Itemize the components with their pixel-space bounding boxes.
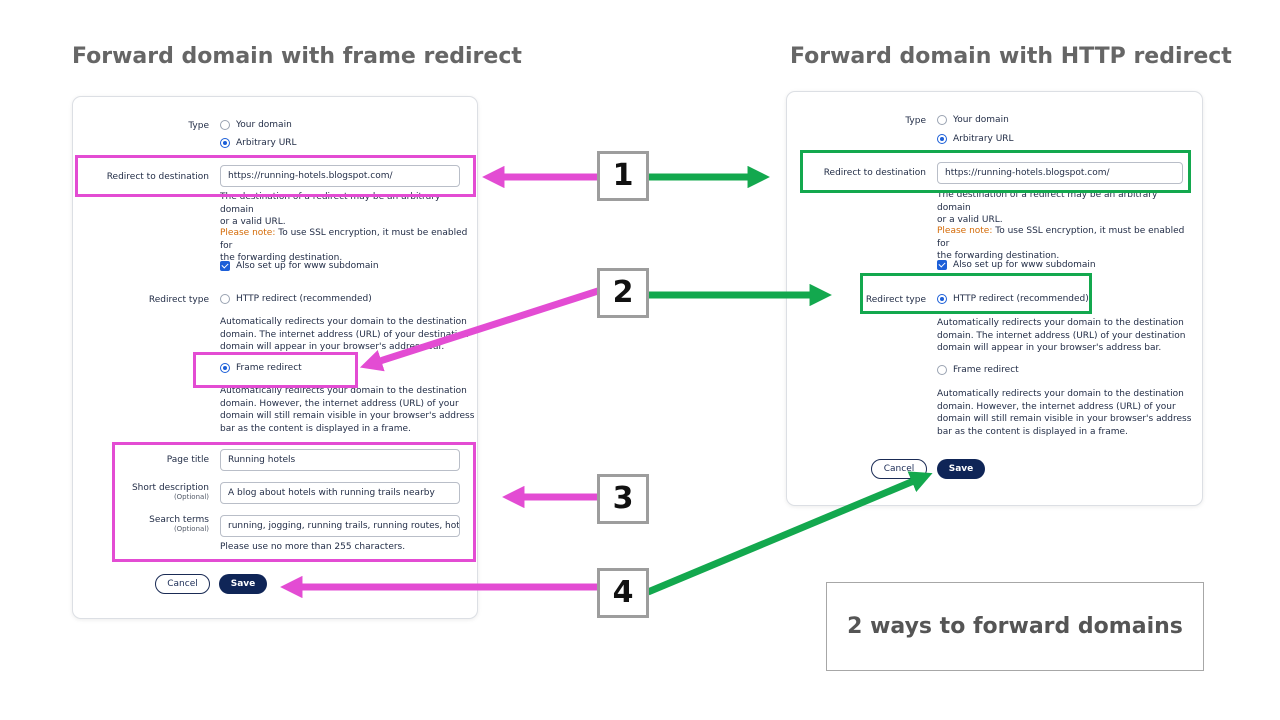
callout-1: 1	[597, 151, 649, 201]
redirect-type-label: Redirect type	[865, 295, 926, 305]
highlight-destination-left	[75, 155, 476, 197]
destination-label: Redirect to destination	[106, 172, 209, 182]
www-subdomain-checkbox[interactable]: Also set up for www subdomain	[220, 261, 379, 271]
type-option-arbitrary-url[interactable]: Arbitrary URL	[220, 138, 297, 148]
checkbox-checked-icon[interactable]	[220, 261, 230, 271]
cancel-button[interactable]: Cancel	[155, 574, 210, 594]
type-label: Type	[188, 121, 209, 131]
frame-redirect-option[interactable]: Frame redirect	[937, 365, 1019, 375]
frame-redirect-help: Automatically redirects your domain to t…	[937, 389, 1192, 437]
callout-4: 4	[597, 568, 649, 618]
type-option-your-domain[interactable]: Your domain	[220, 120, 292, 130]
http-redirect-form-panel: Type Your domain Arbitrary URL Redirect …	[786, 91, 1203, 506]
search-terms-help: Please use no more than 255 characters.	[220, 542, 406, 552]
short-description-label: Short description (Optional)	[131, 483, 209, 501]
type-option-your-domain[interactable]: Your domain	[937, 115, 1009, 125]
page-title-input[interactable]: Running hotels	[220, 449, 460, 471]
radio-selected-icon[interactable]	[937, 134, 947, 144]
radio-selected-icon[interactable]	[220, 363, 230, 373]
radio-unselected-icon[interactable]	[220, 120, 230, 130]
highlight-destination-right	[800, 150, 1191, 193]
destination-label: Redirect to destination	[823, 168, 926, 178]
destination-input[interactable]: https://running-hotels.blogspot.com/	[937, 162, 1183, 184]
radio-unselected-icon[interactable]	[220, 294, 230, 304]
checkbox-checked-icon[interactable]	[937, 260, 947, 270]
callout-2: 2	[597, 268, 649, 318]
search-terms-label: Search terms (Optional)	[149, 515, 209, 533]
frame-redirect-help: Automatically redirects your domain to t…	[220, 386, 475, 434]
type-label: Type	[905, 116, 926, 126]
save-button[interactable]: Save	[219, 574, 267, 594]
radio-unselected-icon[interactable]	[937, 365, 947, 375]
frame-redirect-option[interactable]: Frame redirect	[220, 363, 302, 373]
highlight-frame-fields	[112, 442, 476, 562]
page-title-label: Page title	[166, 455, 209, 465]
right-heading: Forward domain with HTTP redirect	[790, 44, 1232, 69]
http-redirect-option[interactable]: HTTP redirect (recommended)	[937, 294, 1089, 304]
highlight-http-redirect	[860, 273, 1092, 314]
arrow-4-green	[646, 471, 933, 596]
save-button[interactable]: Save	[937, 459, 985, 479]
http-redirect-help: Automatically redirects your domain to t…	[937, 318, 1186, 353]
destination-input[interactable]: https://running-hotels.blogspot.com/	[220, 165, 460, 187]
callout-3: 3	[597, 474, 649, 524]
redirect-type-label: Redirect type	[148, 295, 209, 305]
ssl-note: Please note: To use SSL encryption, it m…	[937, 226, 1185, 261]
http-redirect-help: Automatically redirects your domain to t…	[220, 317, 469, 352]
caption-box: 2 ways to forward domains	[826, 582, 1204, 671]
highlight-frame-redirect	[193, 352, 358, 388]
www-subdomain-checkbox[interactable]: Also set up for www subdomain	[937, 260, 1096, 270]
destination-help: The destination of a redirect may be an …	[937, 190, 1158, 225]
ssl-note: Please note: To use SSL encryption, it m…	[220, 228, 468, 263]
radio-unselected-icon[interactable]	[937, 115, 947, 125]
destination-help: The destination of a redirect may be an …	[220, 192, 441, 227]
arrow-2-pink	[359, 287, 600, 372]
frame-redirect-form-panel: Type Your domain Arbitrary URL Redirect …	[72, 96, 478, 619]
radio-selected-icon[interactable]	[937, 294, 947, 304]
left-heading: Forward domain with frame redirect	[72, 44, 522, 69]
radio-selected-icon[interactable]	[220, 138, 230, 148]
http-redirect-option[interactable]: HTTP redirect (recommended)	[220, 294, 372, 304]
short-description-input[interactable]: A blog about hotels with running trails …	[220, 482, 460, 504]
type-option-arbitrary-url[interactable]: Arbitrary URL	[937, 134, 1014, 144]
search-terms-input[interactable]: running, jogging, running trails, runnin…	[220, 515, 460, 537]
